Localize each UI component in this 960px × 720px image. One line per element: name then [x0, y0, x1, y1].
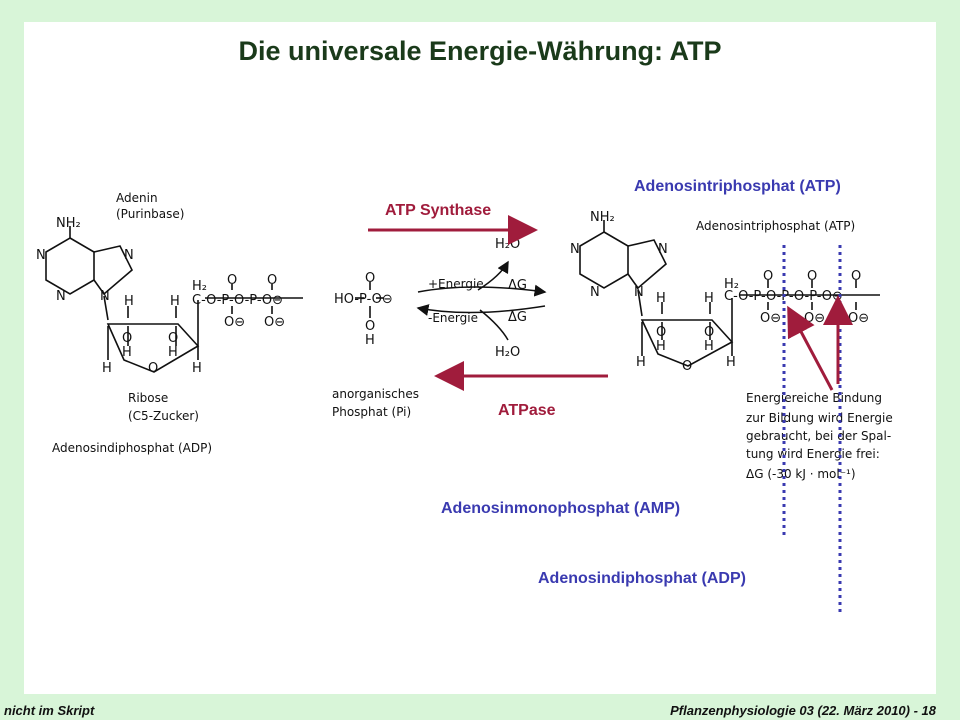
- h-label: H: [636, 355, 646, 370]
- h-label: H: [122, 345, 132, 360]
- footer-right: Pflanzenphysiologie 03 (22. März 2010) -…: [670, 703, 936, 718]
- o-minus-label: O⊖: [804, 311, 825, 326]
- o-minus-label: O⊖: [264, 315, 285, 330]
- h2o-top-label: H₂O: [495, 237, 520, 252]
- h-label: H: [726, 355, 736, 370]
- h2-label: H₂: [192, 279, 207, 294]
- ring-o-label: O: [682, 359, 692, 374]
- o-label: O: [365, 271, 375, 286]
- footer-left: nicht im Skript: [4, 703, 95, 718]
- o-label: O: [365, 319, 375, 334]
- note-line: zur Bildung wird Energie: [746, 411, 893, 425]
- h-label: H: [168, 345, 178, 360]
- h-label: H: [192, 361, 202, 376]
- n1-label: N: [570, 242, 580, 257]
- h-label: H: [704, 291, 714, 306]
- nh2-label: NH₂: [56, 216, 81, 231]
- h2-label: H₂: [724, 277, 739, 292]
- plus-energie-label: +Energie: [428, 277, 484, 291]
- o-minus-label: O⊖: [848, 311, 869, 326]
- c-label: C-O-P-O-P-O⊖: [192, 293, 283, 308]
- n9-label: N: [634, 285, 644, 300]
- n9-label: N: [100, 289, 110, 304]
- zucker-label: (C5-Zucker): [128, 409, 199, 423]
- o-label: O: [807, 269, 817, 284]
- note-line: tung wird Energie frei:: [746, 447, 880, 461]
- ribose-label: Ribose: [128, 391, 168, 405]
- note-line: ΔG (-30 kJ · mol⁻¹): [746, 467, 856, 481]
- n7-label: N: [124, 248, 134, 263]
- ring-o-label: O: [148, 361, 158, 376]
- nh2-label: NH₂: [590, 210, 615, 225]
- o-label: O: [851, 269, 861, 284]
- ho-label: HO-P-O⊖: [334, 292, 393, 307]
- purinbase-label: (Purinbase): [116, 207, 184, 221]
- amp-name-label: Adenosinmonophosphat (AMP): [441, 500, 681, 517]
- pi-structure: [355, 282, 384, 318]
- atp-caption: Adenosintriphosphat (ATP): [696, 219, 855, 233]
- h-label: H: [656, 339, 666, 354]
- delta-g-label: ΔG: [508, 278, 527, 293]
- n1-label: N: [36, 248, 46, 263]
- o-label: O: [656, 325, 666, 340]
- h-label: H: [170, 294, 180, 309]
- reaction-arrows: [416, 260, 547, 341]
- adenin-label: Adenin: [116, 191, 158, 205]
- o-label: O: [122, 331, 132, 346]
- h2o-bottom-label: H₂O: [495, 345, 520, 360]
- h-label: H: [124, 294, 134, 309]
- phosphat-label: anorganisches: [332, 387, 419, 401]
- o-label: O: [763, 269, 773, 284]
- h-label: H: [656, 291, 666, 306]
- o-label: O: [168, 331, 178, 346]
- o-label: O: [704, 325, 714, 340]
- o-label: O: [267, 273, 277, 288]
- delta-g-label: ΔG: [508, 310, 527, 325]
- adp-structure: [45, 226, 303, 373]
- n3-label: N: [590, 285, 600, 300]
- atp-name-label: Adenosintriphosphat (ATP): [634, 178, 841, 195]
- n3-label: N: [56, 289, 66, 304]
- minus-energie-label: -Energie: [428, 311, 478, 325]
- note-line: gebraucht, bei der Spal-: [746, 429, 891, 443]
- adp-caption: Adenosindiphosphat (ADP): [52, 441, 212, 455]
- phosphat-pi-label: Phosphat (Pi): [332, 405, 411, 419]
- h-label: H: [102, 361, 112, 376]
- adp-name-label: Adenosindiphosphat (ADP): [538, 570, 746, 587]
- h-label: H: [365, 333, 375, 348]
- slide-title: Die universale Energie-Währung: ATP: [238, 36, 722, 66]
- o-minus-label: O⊖: [224, 315, 245, 330]
- n7-label: N: [658, 242, 668, 257]
- atpase-label: ATPase: [498, 402, 556, 419]
- o-minus-label: O⊖: [760, 311, 781, 326]
- bond-arrow: [787, 305, 834, 391]
- h-label: H: [704, 339, 714, 354]
- atp-synthase-label: ATP Synthase: [385, 202, 492, 219]
- note-line: Energiereiche Bindung: [746, 391, 882, 405]
- o-label: O: [227, 273, 237, 288]
